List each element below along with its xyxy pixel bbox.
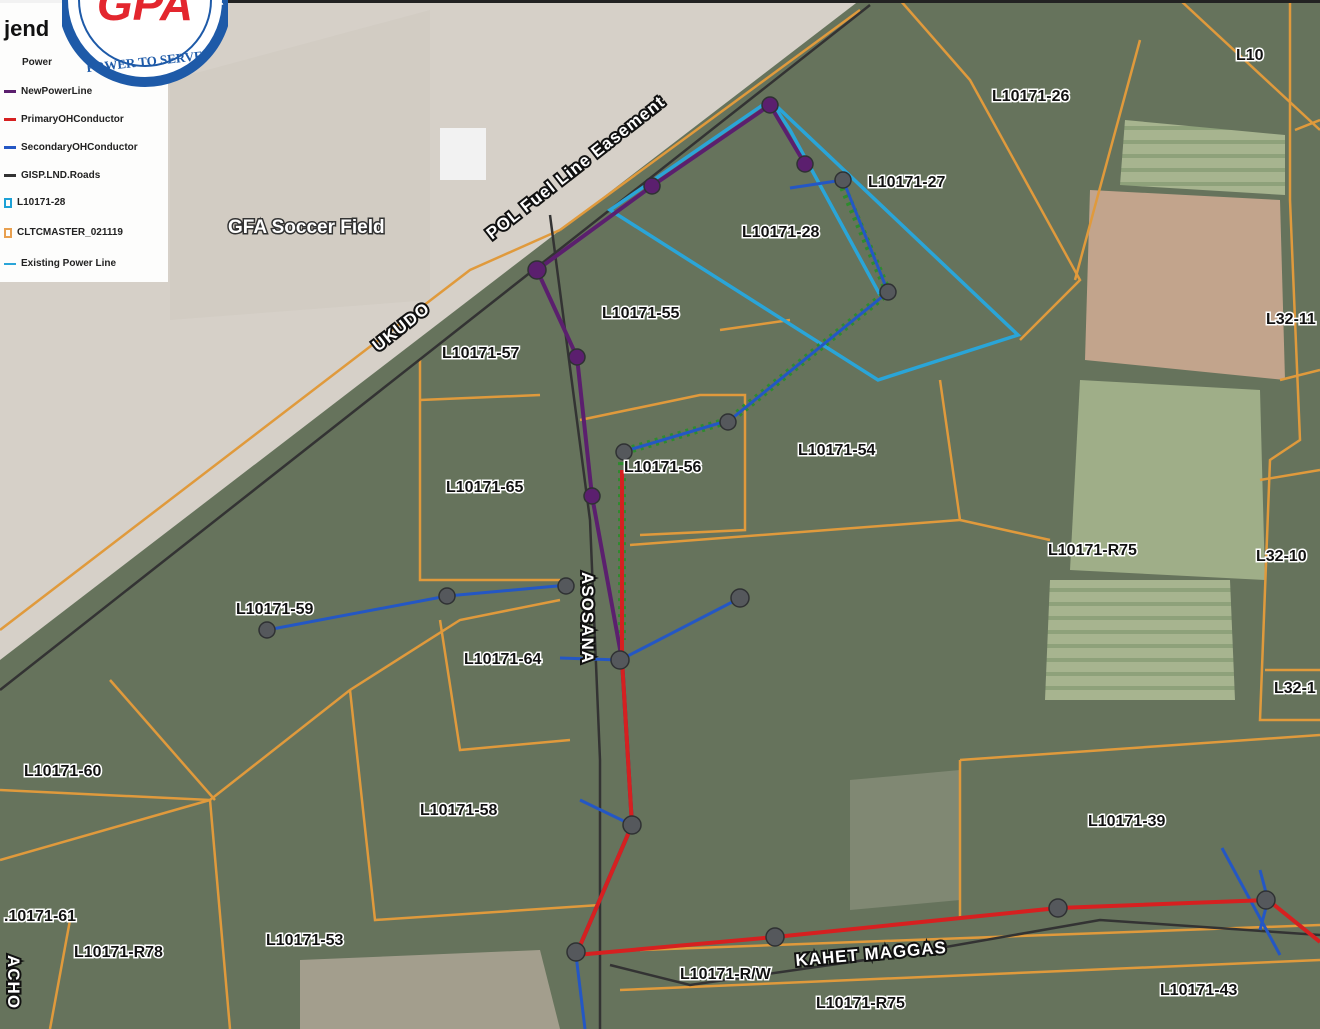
pole (568, 348, 586, 366)
gpa-logo: GPA POWER TO SERVE G Y (62, 0, 228, 87)
parcel-label: L10171-43 (1160, 982, 1237, 999)
parcel-label: L32-1 (1274, 680, 1316, 697)
pole (796, 155, 814, 173)
parcel-label: L10171-64 (464, 651, 541, 668)
legend-label: L10171-28 (17, 197, 66, 208)
legend-item-secondary: SecondaryOHConductor (4, 142, 138, 153)
parcel-label: L10171-26 (992, 88, 1069, 105)
pole (730, 588, 750, 608)
legend-label: Existing Power Line (21, 258, 117, 269)
legend-title: jend (4, 16, 50, 41)
clearing-east (850, 770, 960, 910)
legend-label: Power (22, 57, 53, 68)
parcel-label: L10171-R75 (1048, 542, 1137, 559)
cyan-box-swatch (4, 197, 12, 208)
pole (615, 443, 633, 461)
legend-label: GISP.LND.Roads (21, 170, 101, 181)
farm-field-top (1120, 120, 1285, 195)
parcel-label: L10171-28 (742, 224, 819, 241)
legend-item-power: Power (4, 57, 52, 68)
pole (527, 260, 547, 280)
pole (834, 171, 852, 189)
blue-line-swatch (4, 146, 16, 149)
pole (583, 487, 601, 505)
top-border (0, 0, 1320, 3)
parcel-label: L10171-53 (266, 932, 343, 949)
legend-label: SecondaryOHConductor (21, 142, 138, 153)
logo-ring-right: Y (209, 0, 226, 9)
farm-field-green (1070, 380, 1265, 580)
parcel-label: L10171-65 (446, 479, 523, 496)
utility-poles (258, 96, 1276, 962)
parcel-label: L32-10 (1256, 548, 1307, 565)
pole (438, 587, 456, 605)
pole (643, 177, 661, 195)
parcel-label: L10171-60 (24, 763, 101, 780)
parcel-label: L10171-39 (1088, 813, 1165, 830)
field-inner (170, 10, 430, 320)
pole (622, 815, 642, 835)
ukudo-road (0, 4, 871, 691)
parcel-label: L10171-57 (442, 345, 519, 362)
black-line-swatch (4, 174, 16, 177)
parcel-label: L10171-R75 (816, 995, 905, 1012)
pole (879, 283, 897, 301)
parcel-label: L10171-59 (236, 601, 313, 618)
parcel-label: L10171-55 (602, 305, 679, 322)
legend-label: CLTCMASTER_021119 (17, 227, 123, 238)
pole (610, 650, 630, 670)
pole (761, 96, 779, 114)
parcel-label: L10171-27 (868, 174, 945, 191)
legend-item-cltcmaster: CLTCMASTER_021119 (4, 227, 123, 238)
cyan-line-swatch (4, 262, 16, 265)
pole (1048, 898, 1068, 918)
legend-item-parcel-28: L10171-28 (4, 197, 65, 208)
parcel-label: L32-11 (1266, 311, 1316, 328)
orange-box-swatch (4, 227, 12, 238)
acho-label: ACHO (4, 955, 23, 1009)
farm-field-rows (1045, 580, 1235, 700)
kahet-maggas-road (609, 918, 1320, 987)
farm-field-brown (1085, 190, 1285, 380)
legend-item-primary: PrimaryOHConductor (4, 114, 124, 125)
logo-brand: GPA (97, 0, 193, 30)
legend-label: PrimaryOHConductor (21, 114, 124, 125)
parcel-label: L10 (1236, 47, 1264, 64)
parcel-label: L10171-58 (420, 802, 497, 819)
legend-item-existing: Existing Power Line (4, 258, 116, 269)
asosana-label: ASOSANA (578, 572, 597, 664)
pole (1256, 890, 1276, 910)
legend-item-new-power-line: NewPowerLine (4, 86, 92, 97)
pole (557, 577, 575, 595)
parcel-label: L10171-56 (624, 459, 701, 476)
building-roof (440, 128, 486, 180)
legend-label: NewPowerLine (21, 86, 93, 97)
soccer-field-label: GFA Soccer Field (228, 217, 385, 238)
bare-ground-south (300, 950, 560, 1029)
pole (566, 942, 586, 962)
parcel-label: L10171-54 (798, 442, 875, 459)
parcel-labels: L10171-26 L10171-27 L10171-28 L10171-55 … (3, 46, 1318, 1014)
parcel-label: .10171-61 (4, 908, 76, 925)
legend-item-roads: GISP.LND.Roads (4, 170, 100, 181)
pole (765, 927, 785, 947)
pole (719, 413, 737, 431)
red-line-swatch (4, 118, 16, 121)
purple-line-swatch (4, 90, 16, 93)
pole (258, 621, 276, 639)
parcel-label: L10171-R/W (680, 966, 772, 983)
parcel-label: L10171-R78 (74, 944, 163, 961)
